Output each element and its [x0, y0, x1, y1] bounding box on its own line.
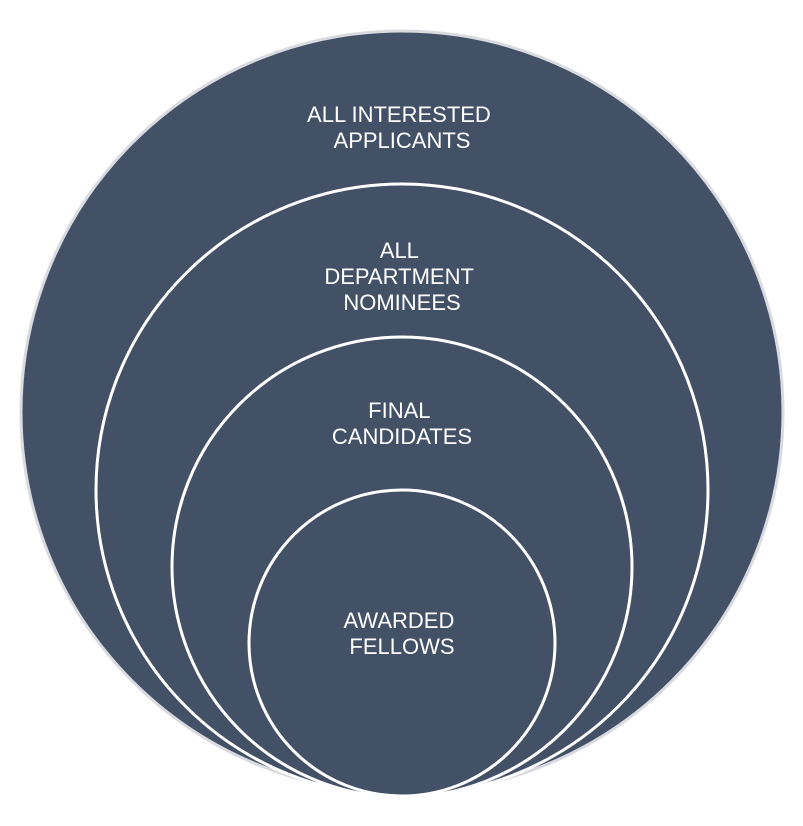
- label-line: NOMINEES: [343, 290, 460, 315]
- label-all-interested-applicants: ALL INTERESTED APPLICANTS: [307, 102, 497, 153]
- label-line: CANDIDATES: [332, 424, 472, 449]
- label-line: FINAL: [368, 398, 430, 423]
- label-final-candidates: FINAL CANDIDATES: [332, 398, 472, 449]
- label-line: DEPARTMENT: [324, 264, 473, 289]
- circle-awarded-fellows: [247, 488, 557, 798]
- label-line: ALL: [380, 238, 419, 263]
- label-all-department-nominees: ALL DEPARTMENT NOMINEES: [324, 238, 479, 315]
- label-line: FELLOWS: [349, 634, 454, 659]
- label-line: APPLICANTS: [334, 128, 471, 153]
- label-line: ALL INTERESTED: [307, 102, 491, 127]
- label-awarded-fellows: AWARDED FELLOWS: [344, 608, 461, 659]
- label-line: AWARDED: [344, 608, 455, 633]
